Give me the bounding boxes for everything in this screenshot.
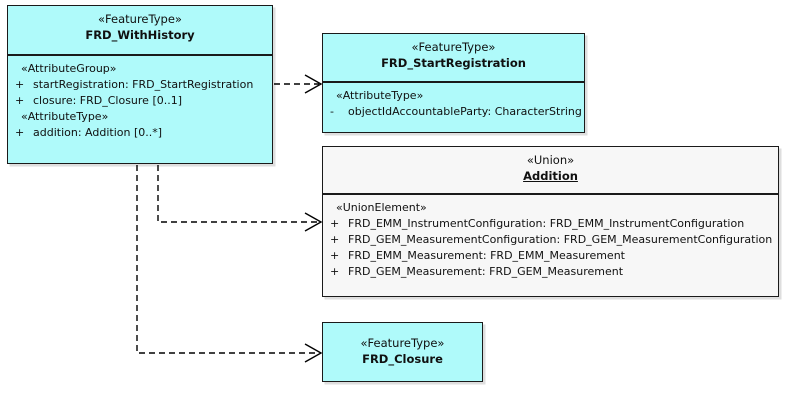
connector-dep-startregistration[interactable] xyxy=(274,74,323,94)
connector-dep-closure[interactable] xyxy=(136,165,323,363)
open-arrowhead-icon xyxy=(304,343,323,363)
class-name: FRD_Closure xyxy=(362,352,443,366)
attribute-group-label: «UnionElement» xyxy=(336,201,427,214)
attribute-row[interactable]: - objectIdAccountableParty: CharacterStr… xyxy=(323,104,584,120)
class-stereotype: «FeatureType» xyxy=(360,336,445,350)
connector-line xyxy=(157,165,319,223)
class-header-frd-withhistory: «FeatureType» FRD_WithHistory xyxy=(8,6,272,56)
class-body-frd-withhistory: «AttributeGroup» + startRegistration: FR… xyxy=(8,56,272,145)
attribute-text: FRD_EMM_Measurement: FRD_EMM_Measurement xyxy=(348,249,625,262)
attribute-text: startRegistration: FRD_StartRegistration xyxy=(33,78,254,91)
attribute-row[interactable]: + addition: Addition [0..*] xyxy=(8,125,272,141)
attribute-row[interactable]: + FRD_EMM_Measurement: FRD_EMM_Measureme… xyxy=(323,248,778,264)
attribute-visibility: + xyxy=(330,217,340,230)
attribute-visibility: + xyxy=(330,249,340,262)
attribute-row[interactable]: + FRD_GEM_Measurement: FRD_GEM_Measureme… xyxy=(323,264,778,280)
class-stereotype: «FeatureType» xyxy=(411,40,496,54)
class-stereotype: «FeatureType» xyxy=(98,12,182,26)
attribute-row[interactable]: + FRD_GEM_MeasurementConfiguration: FRD_… xyxy=(323,232,778,248)
attribute-visibility: + xyxy=(330,233,340,246)
attribute-text: FRD_GEM_Measurement: FRD_GEM_Measurement xyxy=(348,265,624,278)
class-box-frd-startregistration[interactable]: «FeatureType» FRD_StartRegistration «Att… xyxy=(322,33,585,133)
class-body-addition: «UnionElement» + FRD_EMM_InstrumentConfi… xyxy=(323,195,778,284)
class-box-frd-closure[interactable]: «FeatureType» FRD_Closure xyxy=(322,322,483,382)
attribute-visibility: + xyxy=(15,94,25,107)
open-arrowhead-icon xyxy=(304,212,323,232)
attribute-text: objectIdAccountableParty: CharacterStrin… xyxy=(348,105,582,118)
attribute-text: FRD_GEM_MeasurementConfiguration: FRD_GE… xyxy=(348,233,773,246)
class-header-addition: «Union» Addition xyxy=(323,147,778,195)
attribute-row[interactable]: + startRegistration: FRD_StartRegistrati… xyxy=(8,77,272,93)
connector-line xyxy=(136,165,319,354)
class-name: FRD_StartRegistration xyxy=(381,56,526,70)
class-box-frd-withhistory[interactable]: «FeatureType» FRD_WithHistory «Attribute… xyxy=(7,5,273,164)
attribute-visibility: + xyxy=(15,78,25,91)
attribute-group-label: «AttributeType» xyxy=(21,110,109,123)
class-header-frd-startregistration: «FeatureType» FRD_StartRegistration xyxy=(323,34,584,83)
class-box-addition[interactable]: «Union» Addition «UnionElement» + FRD_EM… xyxy=(322,146,779,297)
attribute-group-label: «AttributeGroup» xyxy=(21,62,117,75)
class-stereotype: «Union» xyxy=(526,153,575,167)
class-name: Addition xyxy=(523,169,578,183)
attribute-visibility: - xyxy=(330,105,334,118)
attribute-group-label: «AttributeType» xyxy=(336,89,424,102)
class-header-frd-closure: «FeatureType» FRD_Closure xyxy=(323,323,482,383)
attribute-text: addition: Addition [0..*] xyxy=(33,126,163,139)
attribute-visibility: + xyxy=(15,126,25,139)
class-name: FRD_WithHistory xyxy=(85,28,195,42)
attribute-row[interactable]: + FRD_EMM_InstrumentConfiguration: FRD_E… xyxy=(323,216,778,232)
connector-dep-addition[interactable] xyxy=(157,165,323,232)
attribute-row[interactable]: + closure: FRD_Closure [0..1] xyxy=(8,93,272,109)
attribute-visibility: + xyxy=(330,265,340,278)
class-body-frd-startregistration: «AttributeType» - objectIdAccountablePar… xyxy=(323,83,584,124)
attribute-text: closure: FRD_Closure [0..1] xyxy=(33,94,183,107)
open-arrowhead-icon xyxy=(304,74,323,94)
attribute-text: FRD_EMM_InstrumentConfiguration: FRD_EMM… xyxy=(348,217,745,230)
